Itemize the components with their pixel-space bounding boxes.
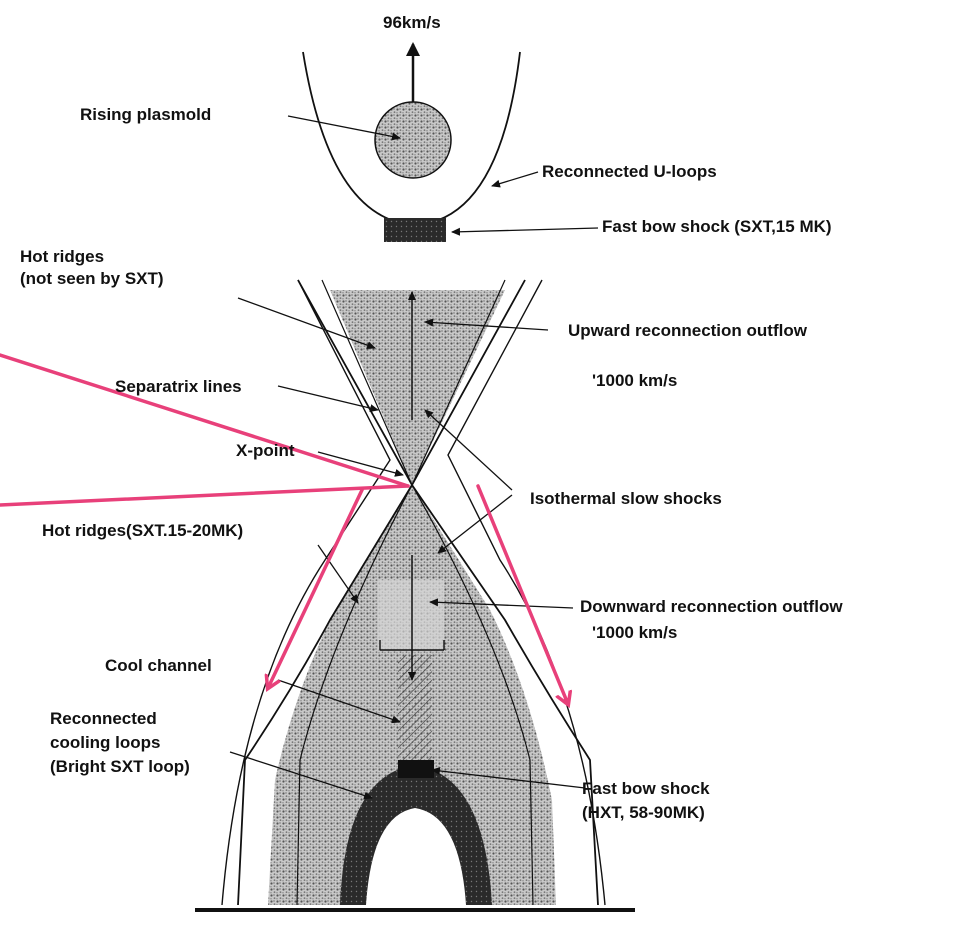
separatrix-lines-label: Separatrix lines bbox=[115, 376, 242, 397]
leader-u-loops bbox=[492, 172, 538, 186]
hot-ridges-top-label: Hot ridges bbox=[20, 246, 104, 267]
fast-bow-shock-bottom bbox=[398, 760, 434, 778]
fast-bow-shock-top bbox=[384, 218, 446, 242]
fast-bow-shock-bottom-label: Fast bow shock bbox=[582, 778, 710, 799]
cool-channel bbox=[398, 655, 432, 765]
fast-bow-shock-top-label: Fast bow shock (SXT,15 MK) bbox=[602, 216, 832, 237]
fast-bow-shock-bottom-sublabel: (HXT, 58-90MK) bbox=[582, 802, 705, 823]
hot-ridges-top-sublabel: (not seen by SXT) bbox=[20, 268, 164, 289]
rising-plasmoid-label: Rising plasmold bbox=[80, 104, 211, 125]
cooling-loops-label-line1: Reconnected bbox=[50, 708, 157, 729]
upward-speed-label: '1000 km/s bbox=[592, 370, 677, 391]
cool-channel-label: Cool channel bbox=[105, 655, 212, 676]
cooling-loops-label-line2: cooling loops bbox=[50, 732, 161, 753]
x-point-label: X-point bbox=[236, 440, 295, 461]
outflow-core bbox=[378, 580, 444, 650]
leader-bow-shock-top bbox=[452, 228, 598, 232]
downward-speed-label: '1000 km/s bbox=[592, 622, 677, 643]
top-speed-label: 96km/s bbox=[383, 12, 441, 33]
downward-outflow-label: Downward reconnection outflow bbox=[580, 596, 843, 617]
leader-slow-shock-1 bbox=[425, 410, 512, 490]
plasmoid bbox=[375, 102, 451, 178]
hot-ridges-bottom-label: Hot ridges(SXT.15-20MK) bbox=[42, 520, 243, 541]
reconnected-u-loops-label: Reconnected U-loops bbox=[542, 161, 717, 182]
cooling-loops-label-line3: (Bright SXT loop) bbox=[50, 756, 190, 777]
annotation-line-2 bbox=[0, 486, 408, 505]
upward-outflow-region bbox=[330, 290, 505, 485]
upward-outflow-label: Upward reconnection outflow bbox=[568, 320, 807, 341]
isothermal-slow-shocks-label: Isothermal slow shocks bbox=[530, 488, 722, 509]
